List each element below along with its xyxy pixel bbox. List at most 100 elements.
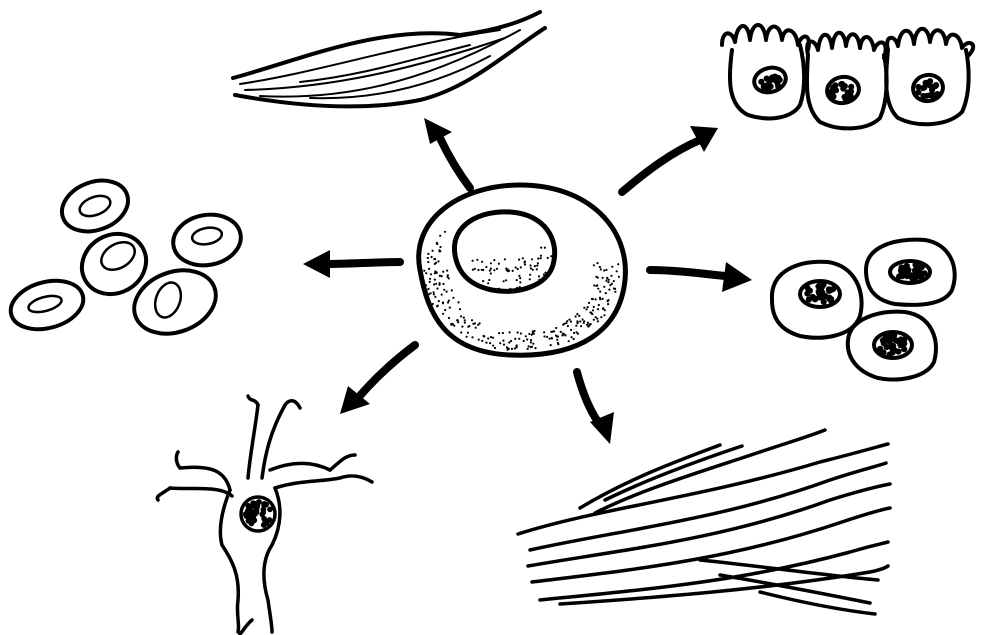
stipple-dot (593, 319, 595, 321)
stipple-dot (442, 313, 444, 315)
stipple-dot (832, 86, 834, 88)
stipple-dot (428, 268, 430, 270)
stipple-dot (481, 261, 483, 263)
stipple-dot (579, 320, 581, 322)
stipple-dot (467, 332, 469, 334)
stipple-dot (441, 294, 443, 296)
stipple-dot (919, 266, 921, 268)
stipple-dot (552, 331, 554, 333)
stipple-dot (496, 268, 498, 270)
stipple-dot (760, 81, 762, 83)
stipple-dot (934, 85, 936, 87)
stipple-dot (597, 277, 599, 279)
stipple-dot (489, 342, 491, 344)
stipple-dot (464, 319, 466, 321)
stipple-dot (605, 269, 607, 271)
stipple-dot (917, 91, 919, 93)
stipple-dot (823, 301, 825, 303)
stipple-dot (599, 297, 601, 299)
arrowhead-left (303, 250, 330, 278)
stipple-dot (435, 262, 437, 264)
stipple-dot (600, 268, 602, 270)
stipple-dot (610, 275, 612, 277)
stipple-dot (245, 515, 247, 517)
stipple-dot (530, 339, 532, 341)
stipple-dot (442, 283, 444, 285)
stipple-dot (525, 335, 527, 337)
stipple-dot (907, 269, 909, 271)
stipple-dot (534, 347, 536, 349)
stipple-dot (529, 274, 531, 276)
stipple-dot (532, 269, 534, 271)
arrow-to-muscle-fibers (577, 372, 598, 422)
stipple-dot (551, 337, 553, 339)
stipple-dot (821, 286, 823, 288)
stipple-dot (590, 312, 592, 314)
stipple-dot (261, 513, 263, 515)
stipple-dot (850, 95, 852, 97)
stipple-dot (518, 259, 520, 261)
stipple-dot (605, 280, 607, 282)
arrow-to-smooth-muscle (440, 138, 470, 188)
stipple-dot (433, 293, 435, 295)
stipple-dot (476, 259, 478, 261)
stipple-dot (540, 255, 542, 257)
stipple-dot (879, 348, 881, 350)
stipple-dot (427, 257, 429, 259)
stipple-dot (901, 274, 903, 276)
stipple-dot (903, 348, 905, 350)
stipple-dot (920, 275, 922, 277)
stipple-dot (527, 348, 529, 350)
stipple-dot (767, 87, 769, 89)
stipple-dot (608, 279, 610, 281)
stipple-dot (618, 276, 620, 278)
stipple-dot (592, 298, 594, 300)
arrowheads (303, 118, 752, 444)
stipple-dot (247, 505, 249, 507)
stipple-dot (515, 345, 517, 347)
stipple-dot (543, 274, 545, 276)
stipple-dot (588, 324, 590, 326)
stipple-dot (809, 290, 811, 292)
stipple-dot (550, 344, 552, 346)
stipple-dot (482, 280, 484, 282)
stipple-dot (423, 270, 425, 272)
stipple-dot (609, 284, 611, 286)
stipple-dot (593, 284, 595, 286)
stipple-dot (507, 347, 509, 349)
stipple-dot (490, 268, 492, 270)
stipple-dot (514, 347, 516, 349)
stipple-dot (556, 339, 558, 341)
stipple-dot (457, 301, 459, 303)
stipple-dot (547, 257, 549, 259)
stipple-dot (830, 289, 832, 291)
stipple-dot (568, 340, 570, 342)
nerve-cell (157, 396, 372, 634)
stipple-dot (605, 292, 607, 294)
stipple-dot (566, 320, 568, 322)
stipple-dot (439, 250, 441, 252)
stipple-dot (529, 278, 531, 280)
stipple-dot (917, 86, 919, 88)
stipple-dot (560, 331, 562, 333)
stipple-dot (262, 508, 264, 510)
stipple-dot (575, 315, 577, 317)
stipple-dot (599, 291, 601, 293)
stipple-dot (511, 348, 513, 350)
stipple-dot (447, 274, 449, 276)
stipple-dot (597, 308, 599, 310)
stipple-dot (252, 511, 254, 513)
stipple-dot (614, 291, 616, 293)
stipple-dot (596, 262, 598, 264)
stipple-dot (448, 300, 450, 302)
stipple-dot (530, 341, 532, 343)
stipple-dot (549, 338, 551, 340)
stipple-dot (596, 318, 598, 320)
stipple-dot (427, 288, 429, 290)
stipple-dot (498, 332, 500, 334)
stipple-dot (248, 519, 250, 521)
stipple-dot (509, 288, 511, 290)
stipple-dot (932, 95, 934, 97)
stipple-dot (530, 267, 532, 269)
stipple-dot (603, 286, 605, 288)
